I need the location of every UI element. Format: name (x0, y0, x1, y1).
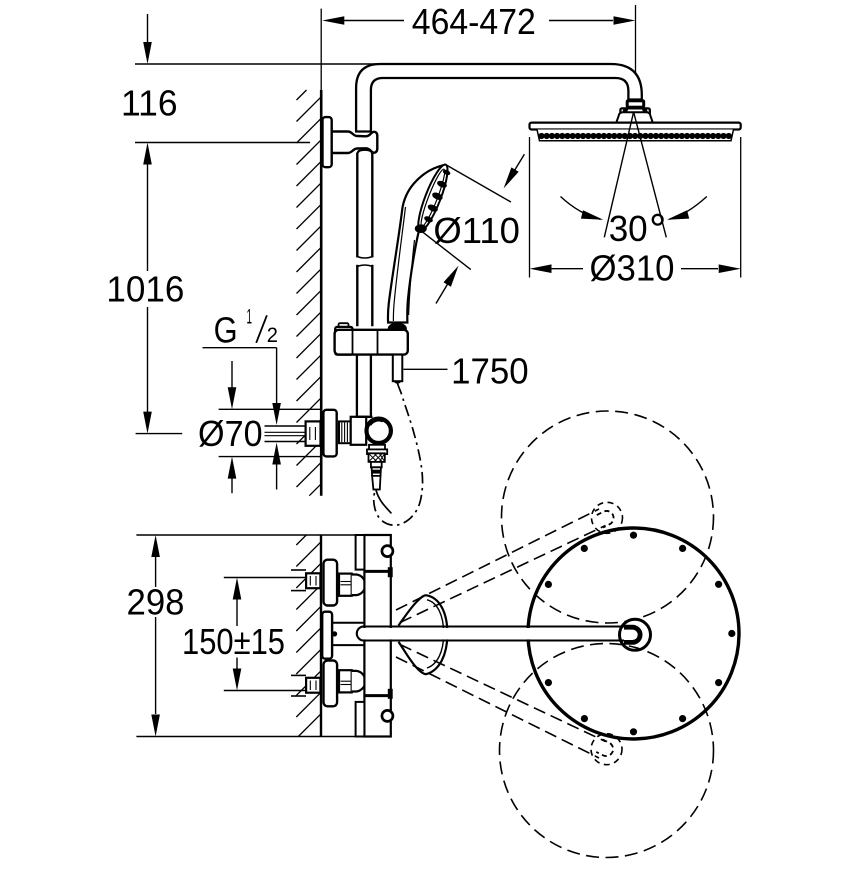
svg-text:2: 2 (267, 323, 278, 347)
svg-text:116: 116 (121, 83, 178, 124)
svg-text:1016: 1016 (106, 269, 184, 310)
svg-text:Ø70: Ø70 (198, 413, 263, 454)
svg-text:G: G (214, 309, 238, 350)
svg-text:150±15: 150±15 (182, 621, 285, 662)
svg-text:1: 1 (247, 305, 253, 329)
svg-text:1750: 1750 (451, 350, 529, 391)
svg-text:298: 298 (127, 582, 185, 623)
svg-text:464-472: 464-472 (412, 1, 536, 42)
svg-text:30: 30 (609, 208, 648, 249)
svg-text:Ø310: Ø310 (590, 247, 675, 288)
svg-text:Ø110: Ø110 (433, 210, 520, 251)
